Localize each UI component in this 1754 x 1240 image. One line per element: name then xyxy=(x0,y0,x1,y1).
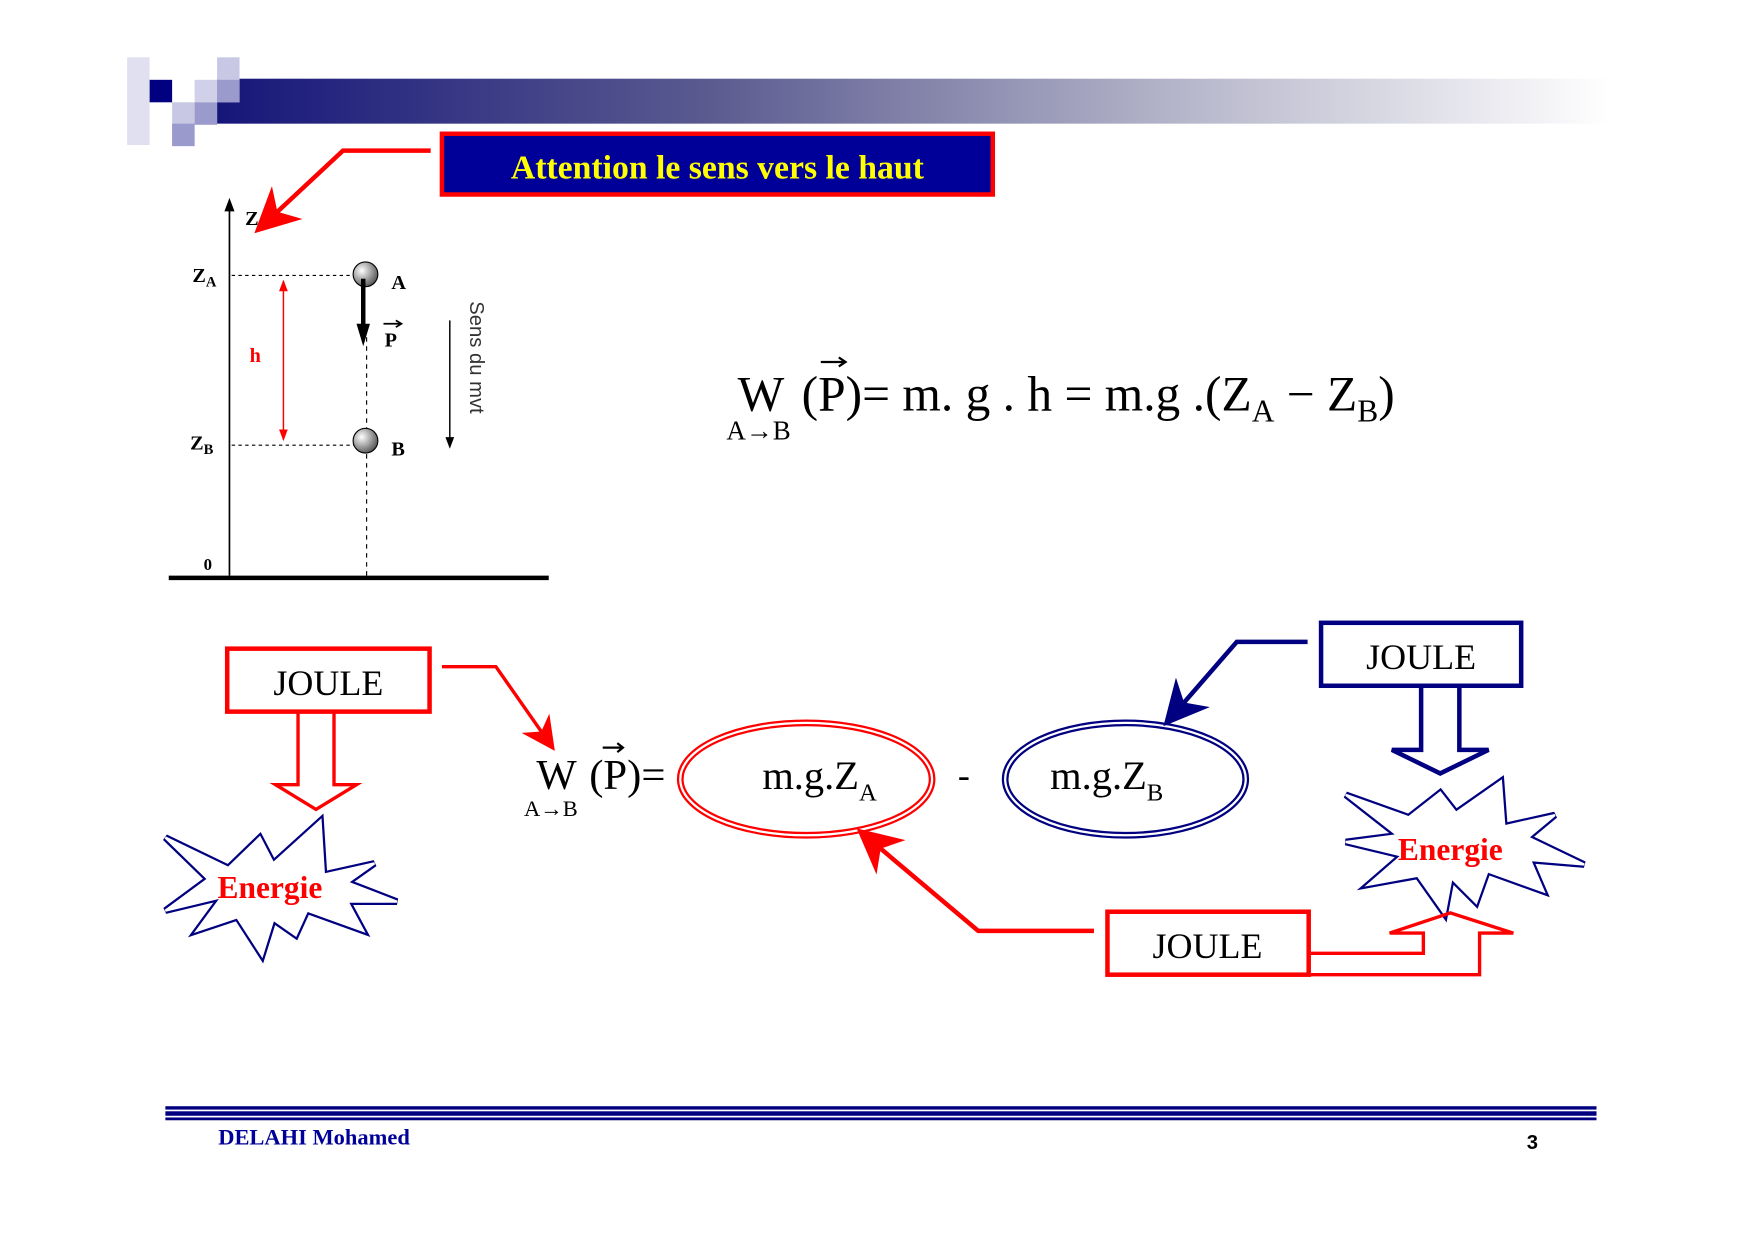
formula-rhs: (P)= m. g . h = m.g .(ZA − ZB) xyxy=(802,366,1395,428)
footer-author: DELAHI Mohamed xyxy=(218,1124,410,1149)
vector-arrow-icon xyxy=(383,319,404,328)
joule-left-label: JOULE xyxy=(273,663,383,703)
term-a-ellipse-inner xyxy=(679,721,934,837)
energy-burst-left xyxy=(163,813,399,964)
joule-left-arrow xyxy=(441,664,555,751)
point-a-label: A xyxy=(391,272,406,294)
down-arrow-right-icon xyxy=(1390,685,1490,776)
minus-sign: - xyxy=(958,755,970,795)
weight-label: P xyxy=(385,329,397,351)
height-label: h xyxy=(250,345,261,367)
up-arrow-icon xyxy=(1310,911,1514,977)
joule-box-bottom xyxy=(1105,909,1311,977)
joule-bottom-arrow xyxy=(856,828,1094,934)
work-formula: W A→B (P)= m. g . h = m.g .(ZA − ZB) xyxy=(726,356,1395,446)
term-b: m.g.ZB xyxy=(1050,753,1163,806)
formula-w: W xyxy=(738,366,785,421)
energy-left-label: Energie xyxy=(217,870,322,905)
weight-vector-head xyxy=(356,323,370,347)
joule-bottom-label: JOULE xyxy=(1153,926,1263,966)
warning-banner-text: Attention le sens vers le haut xyxy=(511,150,925,187)
joule-box-left xyxy=(224,646,432,714)
header-decoration xyxy=(127,57,1612,147)
vector-arrow-icon xyxy=(602,742,625,753)
zb-label: ZB xyxy=(190,433,214,458)
joule-right-arrow xyxy=(1163,639,1308,727)
term-a: m.g.ZA xyxy=(762,753,877,806)
joule-box-right xyxy=(1318,620,1524,689)
fall-diagram: Z ZA ZB 0 A B P h Sens du mvt xyxy=(168,197,549,581)
page-number: 3 xyxy=(1527,1132,1538,1154)
origin-label: 0 xyxy=(204,555,212,574)
vector-arrow-icon xyxy=(820,356,848,368)
work-split-formula: W A→B (P)= xyxy=(524,742,665,821)
term-b-ellipse-inner xyxy=(1004,721,1247,837)
formula-subscript: A→B xyxy=(726,416,790,446)
ball-b xyxy=(352,427,379,454)
za-label: ZA xyxy=(192,265,217,290)
joule-right-label: JOULE xyxy=(1366,637,1476,677)
footer-rule xyxy=(165,1106,1597,1121)
z-axis-label: Z xyxy=(245,208,259,230)
split-p: (P)= xyxy=(589,752,665,799)
split-subscript: A→B xyxy=(524,796,578,821)
point-b-label: B xyxy=(391,438,405,460)
energy-burst-right xyxy=(1343,775,1586,923)
banner-arrow xyxy=(254,148,431,234)
split-w: W xyxy=(536,752,577,799)
down-arrow-left-icon xyxy=(269,711,363,812)
motion-label: Sens du mvt xyxy=(465,301,487,414)
warning-banner xyxy=(439,131,996,197)
energy-right-label: Energie xyxy=(1398,832,1503,867)
